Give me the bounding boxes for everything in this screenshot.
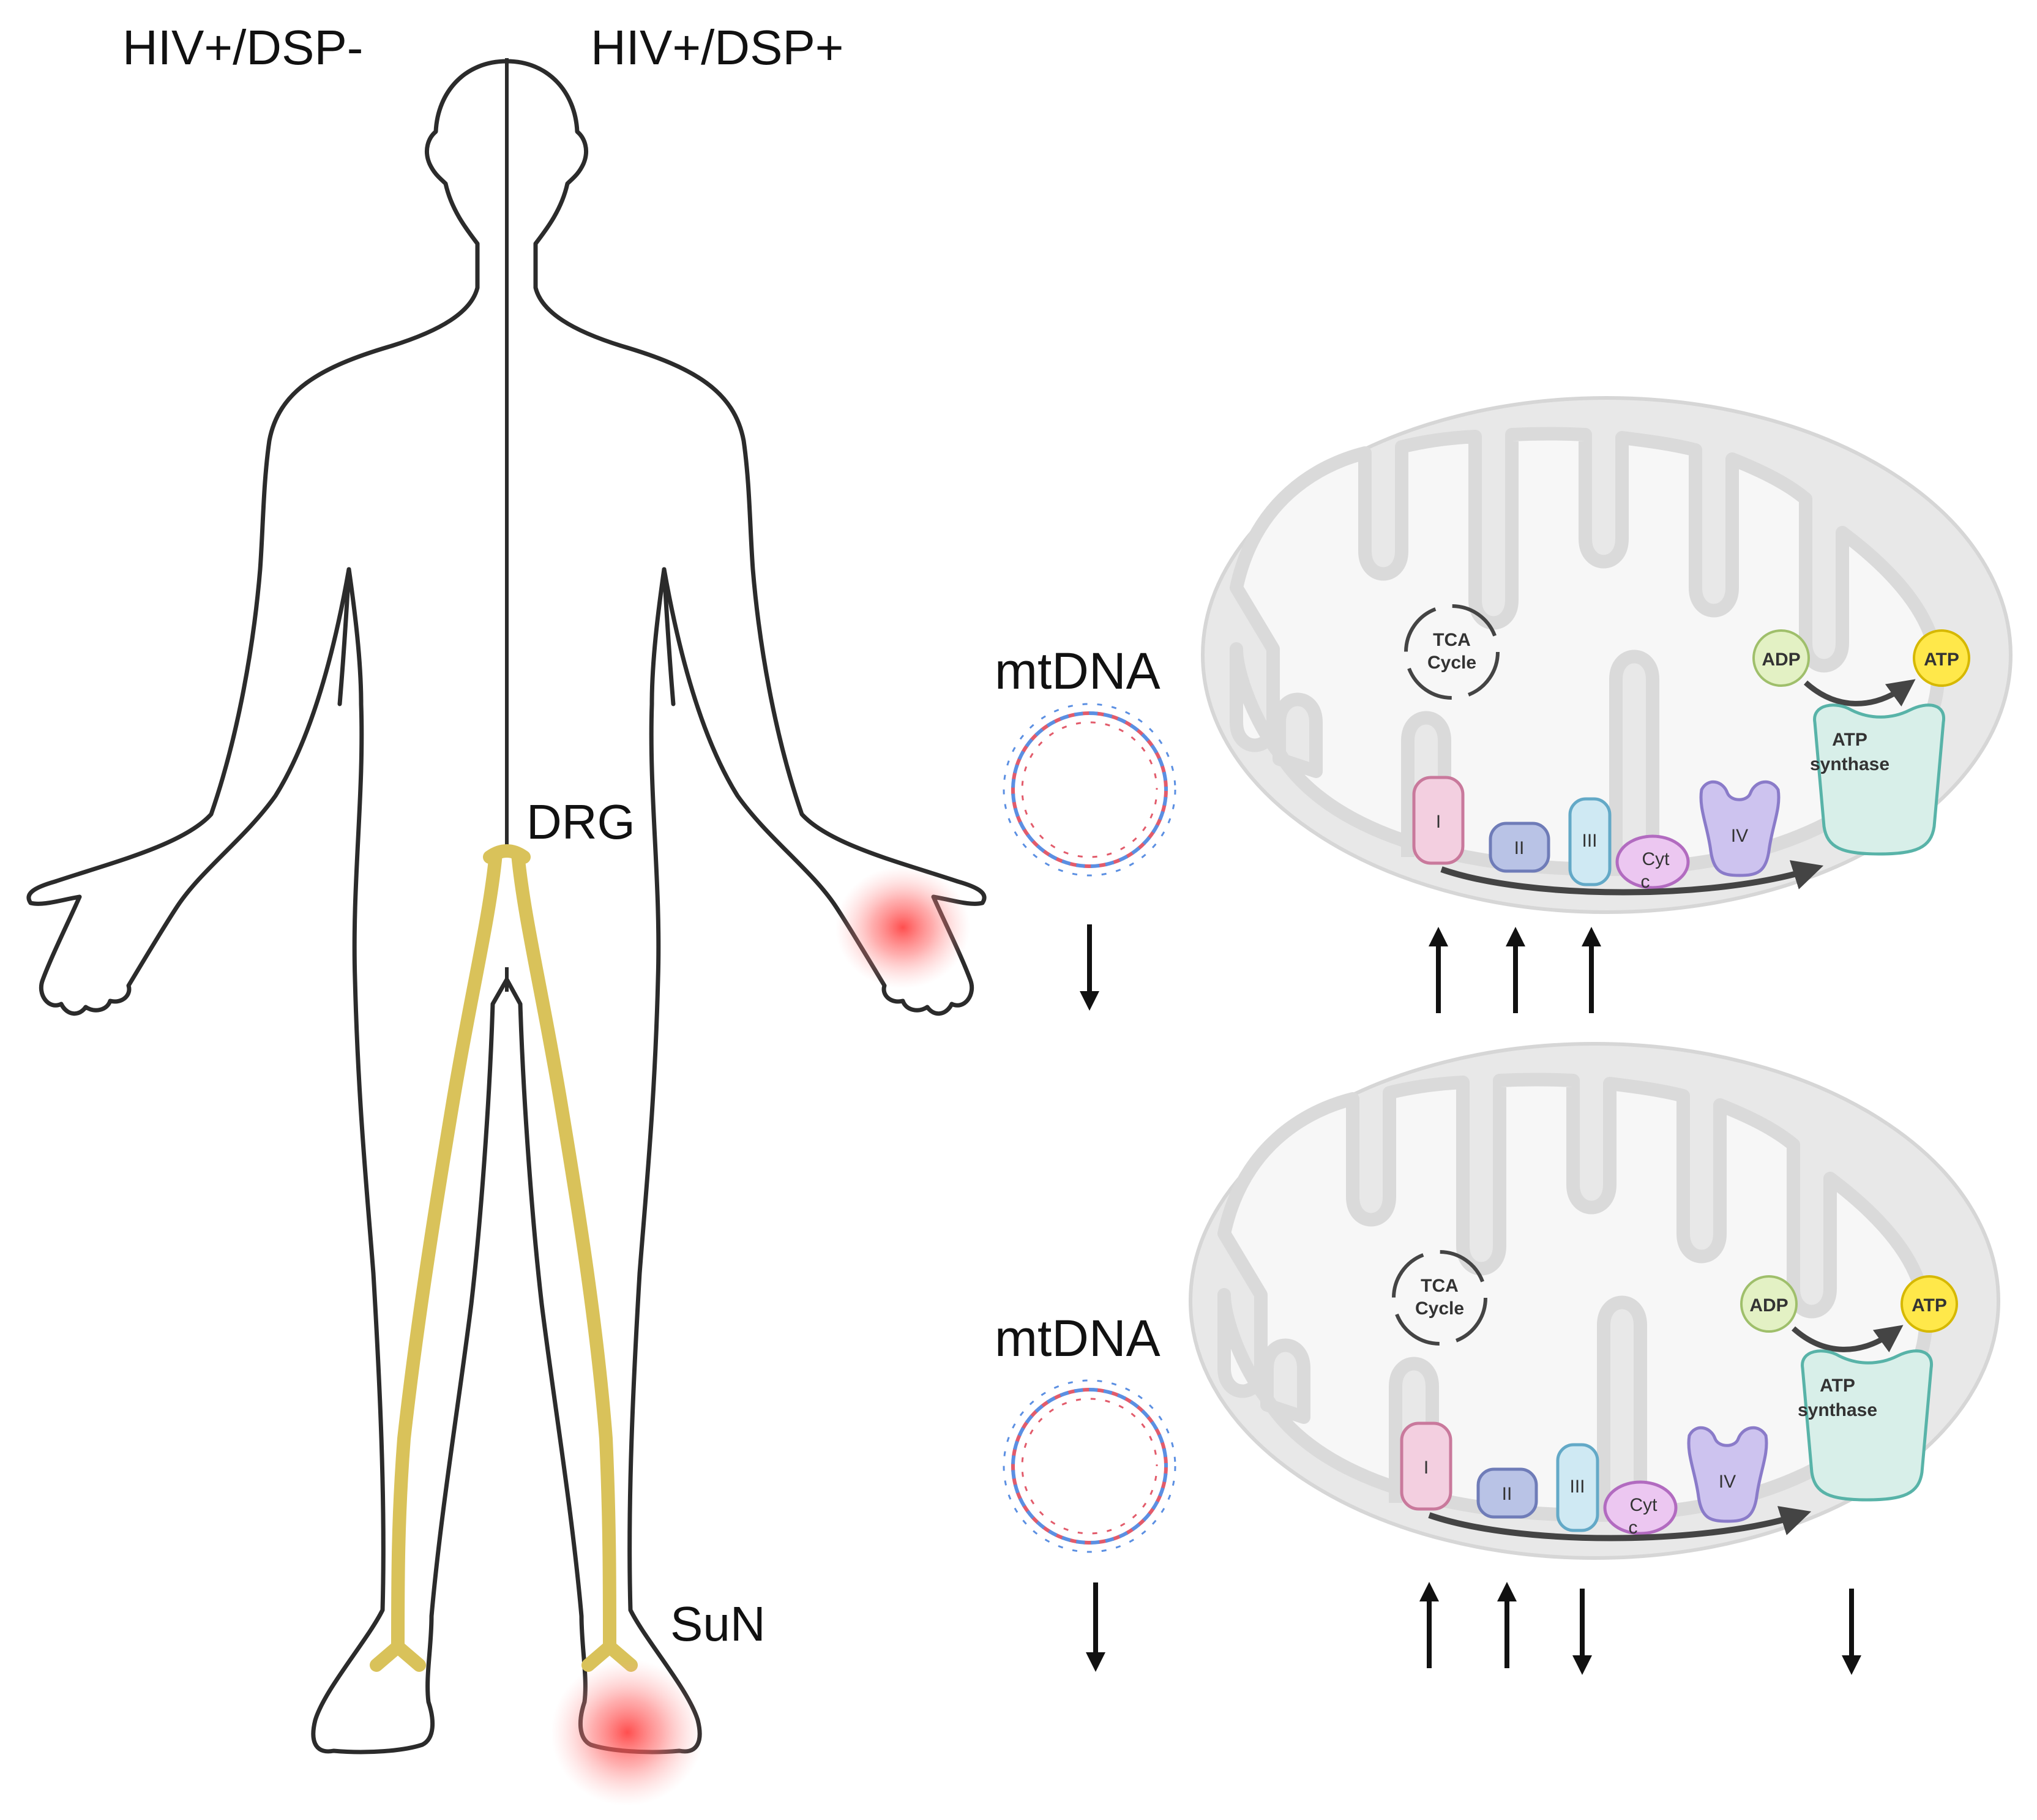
atp-synthase-label-2: synthase: [1810, 754, 1889, 774]
left-group-label: HIV+/DSP-: [122, 20, 363, 75]
atp-synthase: [1801, 1349, 1933, 1502]
complex-iii-label: III: [1582, 831, 1597, 851]
complex-iv-label: IV: [1731, 826, 1748, 846]
atp-label: ATP: [1924, 650, 1959, 670]
tca-label-2: Cycle: [1415, 1298, 1464, 1319]
drg-label: DRG: [526, 795, 635, 849]
tca-label-2: Cycle: [1427, 653, 1476, 673]
adp-node: [1740, 1275, 1798, 1333]
cyt-c-label-1: Cyt: [1642, 849, 1670, 869]
cyt-c: [1615, 834, 1690, 889]
complex-ii: [1489, 822, 1550, 873]
complex-i-label: I: [1436, 812, 1441, 832]
mito-panel-drg: mtDNA TCA Cycle ADP ATP ATP synt: [995, 396, 2013, 1013]
electron-flow-arrow: [1428, 1506, 1812, 1541]
pain-glow-foot: [551, 1659, 704, 1806]
tca-cycle: TCA Cycle: [1404, 604, 1500, 700]
complex-iv: [1699, 780, 1781, 877]
complex-iii: [1556, 1443, 1599, 1532]
mtdna-label: mtDNA: [995, 642, 1161, 700]
tca-cycle: TCA Cycle: [1392, 1250, 1487, 1346]
complex-ii-label: II: [1514, 838, 1525, 858]
complex-iii: [1568, 797, 1612, 886]
atp-synthase-label-1: ATP: [1820, 1376, 1855, 1396]
complex-i: [1400, 1421, 1452, 1511]
adp-node: [1752, 629, 1810, 687]
sun-label: SuN: [670, 1597, 766, 1651]
adp-label: ADP: [1762, 650, 1800, 670]
cyt-c: [1603, 1480, 1678, 1535]
complex-i-label: I: [1424, 1458, 1429, 1478]
atp-label: ATP: [1912, 1295, 1947, 1316]
atp-node: [1901, 1275, 1958, 1333]
mito-panel-sun: mtDNA TCA Cycle ADP ATP ATP synthase I I…: [995, 1042, 2000, 1675]
complex-iii-label: III: [1569, 1477, 1585, 1497]
tca-label-1: TCA: [1421, 1276, 1459, 1296]
sciatic-nerves: [370, 844, 638, 1672]
cyt-c-label-2: c: [1641, 872, 1650, 892]
atp-synthase-label-1: ATP: [1832, 730, 1867, 750]
cyt-c-label-1: Cyt: [1630, 1495, 1658, 1515]
complex-ii: [1476, 1467, 1538, 1519]
atp-node: [1913, 629, 1970, 687]
right-group-label: HIV+/DSP+: [591, 20, 844, 75]
mtdna-label: mtDNA: [995, 1309, 1161, 1367]
complex-ii-label: II: [1502, 1484, 1512, 1504]
complex-i: [1412, 776, 1465, 865]
complex-iv-label: IV: [1719, 1472, 1736, 1492]
adp-label: ADP: [1749, 1295, 1788, 1316]
electron-flow-arrow: [1440, 860, 1824, 896]
pain-glow-hand: [835, 866, 970, 989]
mtdna-circle-icon: [1003, 1379, 1176, 1553]
tca-label-1: TCA: [1433, 630, 1471, 650]
atp-synthase-label-2: synthase: [1798, 1400, 1877, 1420]
mtdna-circle-icon: [1003, 703, 1176, 877]
complex-iv: [1687, 1426, 1768, 1523]
cyt-c-label-2: c: [1629, 1518, 1638, 1538]
atp-synthase: [1813, 703, 1945, 856]
